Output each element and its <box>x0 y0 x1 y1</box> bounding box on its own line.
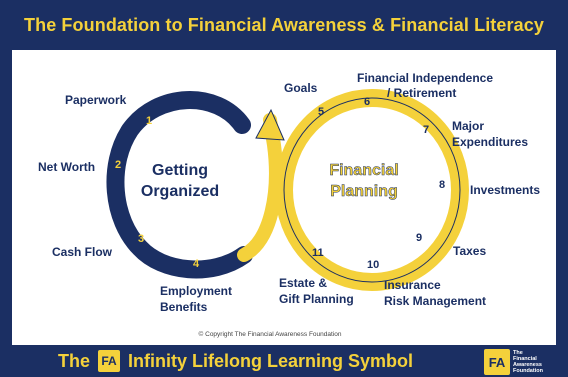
corner-fa-logo-icon: FA <box>484 349 510 375</box>
corner-caption: The Financial Awareness Foundation <box>513 350 543 374</box>
fa-logo-icon: FA <box>98 350 121 372</box>
step-label-investments: Investments <box>470 183 540 197</box>
step-label-fin-independence-line1: Financial Independence <box>357 71 493 85</box>
step-number-6: 6 <box>364 96 370 108</box>
footer-bar: The FA Infinity Lifelong Learning Symbol <box>0 345 568 377</box>
step-label-major-line1: Major <box>452 119 484 133</box>
corner-caption-line: Foundation <box>513 368 543 374</box>
step-label-paperwork: Paperwork <box>65 93 127 107</box>
foundation-logo: FA The Financial Awareness Foundation <box>484 348 554 376</box>
infinity-diagram: Getting Organized Financial Planning 1 2… <box>38 71 540 338</box>
page-title: The Foundation to Financial Awareness & … <box>24 14 544 35</box>
step-number-4: 4 <box>193 258 200 270</box>
step-label-goals: Goals <box>284 81 318 95</box>
step-label-net-worth: Net Worth <box>38 160 95 174</box>
loop-connector-arrow <box>237 113 283 262</box>
left-loop-title-line1: Getting <box>152 162 208 179</box>
step-label-taxes: Taxes <box>453 244 486 258</box>
step-label-employment-line1: Employment <box>160 284 232 298</box>
step-label-estate-line1: Estate & <box>279 276 327 290</box>
step-label-major-line2: Expenditures <box>452 135 528 149</box>
header-bar: The Foundation to Financial Awareness & … <box>0 0 568 50</box>
corner-caption-line: The <box>513 350 523 356</box>
footer-suffix: Infinity Lifelong Learning Symbol <box>128 350 414 371</box>
step-label-insurance-line2: Risk Management <box>384 294 486 308</box>
step-label-employment-line2: Benefits <box>160 300 208 314</box>
corner-caption-line: Awareness <box>513 362 542 368</box>
step-number-8: 8 <box>439 179 445 191</box>
step-number-9: 9 <box>416 232 422 244</box>
right-loop-title-line2: Planning <box>330 183 398 200</box>
arrow-head-icon <box>255 108 285 141</box>
step-number-3: 3 <box>138 233 144 245</box>
corner-caption-line: Financial <box>513 356 537 362</box>
diagram-panel: Getting Organized Financial Planning 1 2… <box>12 50 556 345</box>
step-number-1: 1 <box>146 115 152 127</box>
step-number-2: 2 <box>115 159 121 171</box>
right-loop-title-line1: Financial <box>329 162 398 179</box>
step-number-10: 10 <box>367 259 379 271</box>
left-loop-title-line2: Organized <box>141 183 219 200</box>
step-number-7: 7 <box>423 124 429 136</box>
step-number-5: 5 <box>318 106 324 118</box>
copyright-note: © Copyright The Financial Awareness Foun… <box>199 330 342 338</box>
step-number-11: 11 <box>312 247 324 259</box>
step-label-estate-line2: Gift Planning <box>279 292 354 306</box>
getting-organized-loop <box>106 91 253 279</box>
step-label-cash-flow: Cash Flow <box>52 245 113 259</box>
step-label-fin-independence-line2: / Retirement <box>387 86 456 100</box>
footer-prefix: The <box>58 350 91 371</box>
footer-title: The FA Infinity Lifelong Learning Symbol <box>58 348 413 374</box>
step-label-insurance-line1: Insurance <box>384 278 441 292</box>
